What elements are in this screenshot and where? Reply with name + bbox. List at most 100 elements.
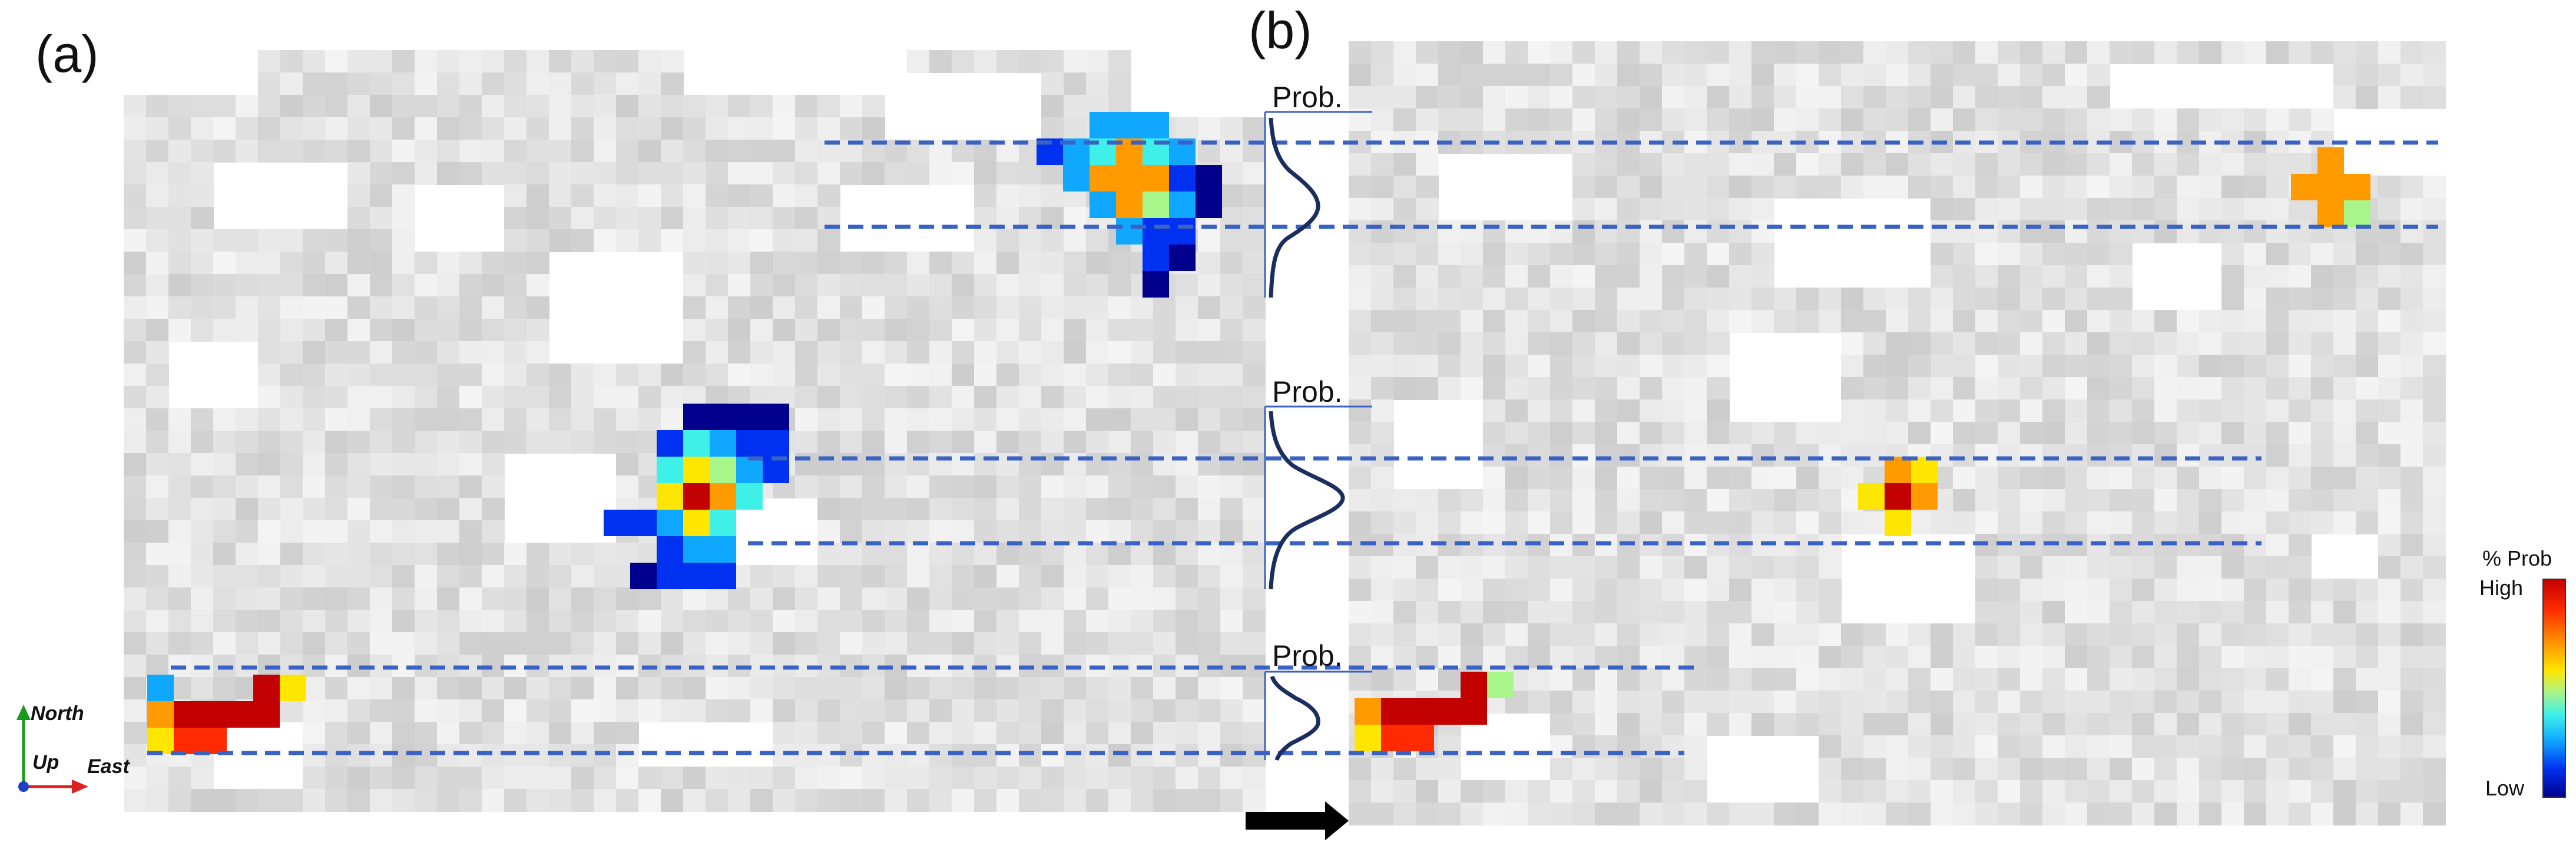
grid-cell [1041, 274, 1064, 297]
grid-cell [347, 408, 370, 431]
grid-cell [1953, 399, 1976, 422]
grid-cell [1243, 565, 1266, 588]
grid-cell [683, 207, 706, 230]
grid-cell [638, 789, 661, 812]
grid-cell [1662, 489, 1685, 512]
grid-cell [907, 677, 930, 700]
grid-cell [1908, 153, 1931, 176]
grid-cell [1019, 722, 1042, 745]
grid-cell [2087, 646, 2110, 669]
grid-cell [1908, 511, 1931, 534]
grid-cell [303, 453, 326, 476]
grid-cell [1774, 623, 1797, 646]
grid-cell [482, 296, 505, 319]
probability-cell [1116, 191, 1143, 218]
grid-cell [996, 587, 1019, 610]
grid-cell [1886, 153, 1909, 176]
grid-cell [974, 744, 997, 767]
grid-cell [795, 364, 818, 387]
grid-cell [2132, 108, 2155, 131]
grid-cell [1019, 386, 1042, 409]
grid-cell [459, 453, 482, 476]
grid-cell [280, 319, 303, 342]
grid-cell [2132, 310, 2155, 333]
grid-cell [1461, 41, 1484, 64]
grid-cell [1198, 789, 1221, 812]
grid-cell [974, 789, 997, 812]
grid-cell [1863, 646, 1886, 669]
grid-cell [1662, 780, 1685, 803]
grid-cell [817, 296, 840, 319]
grid-cell [2333, 332, 2356, 355]
grid-cell [2356, 355, 2379, 378]
grid-cell [1819, 153, 1842, 176]
grid-cell [2311, 243, 2334, 266]
grid-cell [638, 587, 661, 610]
grid-cell [459, 296, 482, 319]
grid-cell [1393, 601, 1416, 624]
grid-cell [2423, 467, 2446, 490]
grid-cell [392, 95, 415, 118]
grid-cell [2221, 780, 2244, 803]
grid-cell [661, 50, 684, 73]
grid-cell [1617, 579, 1640, 602]
grid-cell [907, 789, 930, 812]
grid-cell [706, 587, 729, 610]
grid-cell [1220, 252, 1243, 275]
grid-cell [2244, 422, 2267, 445]
grid-cell [1572, 803, 1595, 825]
grid-cell [1751, 86, 1774, 109]
grid-cell [1886, 108, 1909, 131]
grid-cell [124, 722, 147, 745]
grid-cell [1819, 758, 1842, 781]
grid-cell [2423, 288, 2446, 311]
grid-cell [616, 475, 639, 498]
grid-cell [1819, 668, 1842, 691]
grid-cell [2356, 511, 2379, 534]
grid-cell [1662, 713, 1685, 736]
grid-cell [1931, 511, 1953, 534]
grid-cell [1796, 623, 1819, 646]
grid-cell [2356, 64, 2379, 87]
grid-cell [1729, 288, 1752, 311]
grid-cell [437, 162, 460, 185]
grid-cell [347, 50, 370, 73]
grid-cell [1505, 355, 1528, 378]
grid-cell [280, 274, 303, 297]
grid-cell [1041, 543, 1064, 566]
grid-cell [1108, 364, 1131, 387]
grid-cell [1819, 511, 1842, 534]
probability-cell [1090, 165, 1116, 191]
grid-cell [2177, 668, 2200, 691]
grid-cell [1064, 341, 1087, 364]
grid-cell [616, 72, 639, 95]
grid-cell [885, 408, 908, 431]
grid-cell [1751, 265, 1774, 288]
grid-cell [236, 229, 259, 252]
grid-cell [817, 677, 840, 700]
grid-cell [1774, 691, 1797, 714]
grid-cell [347, 72, 370, 95]
grid-cell [1841, 377, 1864, 400]
grid-cell [1841, 86, 1864, 109]
grid-cell [2065, 243, 2088, 266]
grid-cell [1550, 108, 1573, 131]
grid-cell [213, 565, 236, 588]
grid-cell [2199, 601, 2222, 624]
grid-cell [1684, 511, 1707, 534]
grid-cell [661, 364, 684, 387]
grid-cell [1108, 632, 1131, 655]
grid-cell [2311, 646, 2334, 669]
grid-cell [728, 296, 751, 319]
grid-cell [1662, 332, 1685, 355]
grid-cell [1393, 803, 1416, 825]
grid-cell [2154, 310, 2177, 333]
grid-cell [1998, 467, 2021, 490]
grid-cell [2221, 288, 2244, 311]
grid-cell [2199, 646, 2222, 669]
grid-cell [728, 364, 751, 387]
grid-cell [1243, 543, 1266, 566]
grid-cell [437, 140, 460, 163]
grid-cell [2042, 198, 2065, 221]
grid-cell [840, 117, 863, 140]
